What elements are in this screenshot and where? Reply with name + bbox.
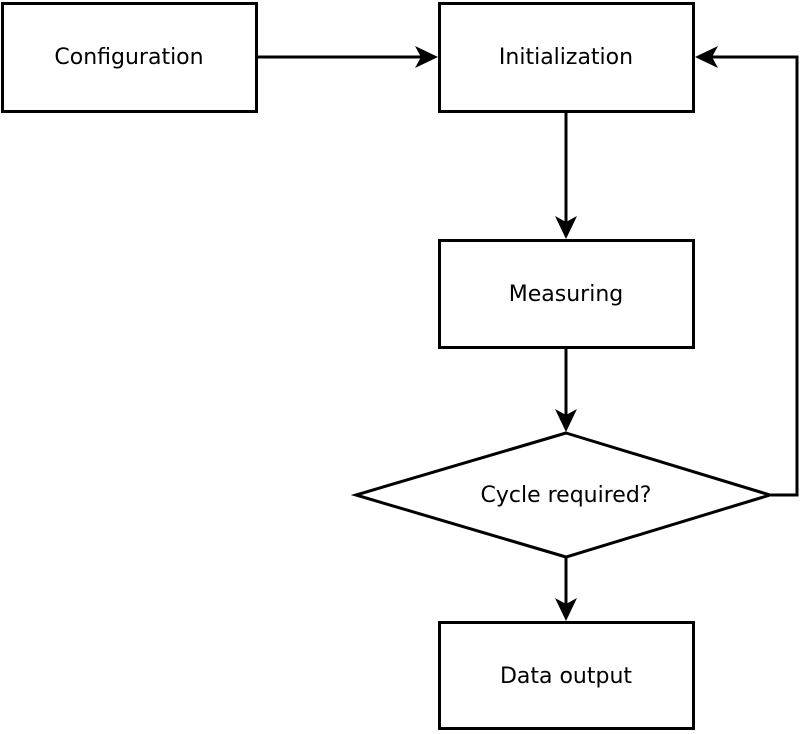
node-cycle-required-shape[interactable] — [350, 431, 776, 559]
edge-line — [707, 55, 799, 497]
node-data-output-shape[interactable] — [438, 621, 695, 730]
arrowhead-down-icon — [555, 216, 577, 239]
node-measuring-shape[interactable] — [438, 239, 695, 349]
node-data-output[interactable]: Data output — [438, 621, 695, 730]
arrowhead-left-icon — [695, 46, 718, 68]
node-initialization-label: Initialization — [499, 45, 633, 70]
node-cycle-required-label: Cycle required? — [481, 483, 652, 508]
node-configuration-shape[interactable] — [1, 2, 258, 113]
node-initialization-shape[interactable] — [438, 2, 695, 113]
node-initialization[interactable]: Initialization — [438, 2, 695, 113]
arrowhead-down-icon — [555, 598, 577, 621]
node-data-output-label: Data output — [500, 664, 632, 689]
edges-layer — [258, 46, 799, 621]
node-configuration[interactable]: Configuration — [1, 2, 258, 113]
edge-cycle-required-to-data-output — [555, 558, 577, 621]
arrowhead-right-icon — [415, 46, 438, 68]
nodes-layer: Configuration Initialization Measuring C… — [1, 2, 776, 730]
edge-cycle-required-to-initialization-feedback — [695, 46, 799, 497]
node-measuring[interactable]: Measuring — [438, 239, 695, 349]
node-measuring-label: Measuring — [509, 282, 623, 307]
node-configuration-label: Configuration — [54, 45, 203, 70]
edge-measuring-to-cycle-required — [555, 349, 577, 432]
node-cycle-required[interactable]: Cycle required? — [350, 431, 776, 559]
edge-configuration-to-initialization — [258, 46, 438, 68]
edge-initialization-to-measuring — [555, 113, 577, 239]
arrowhead-down-icon — [555, 409, 577, 432]
